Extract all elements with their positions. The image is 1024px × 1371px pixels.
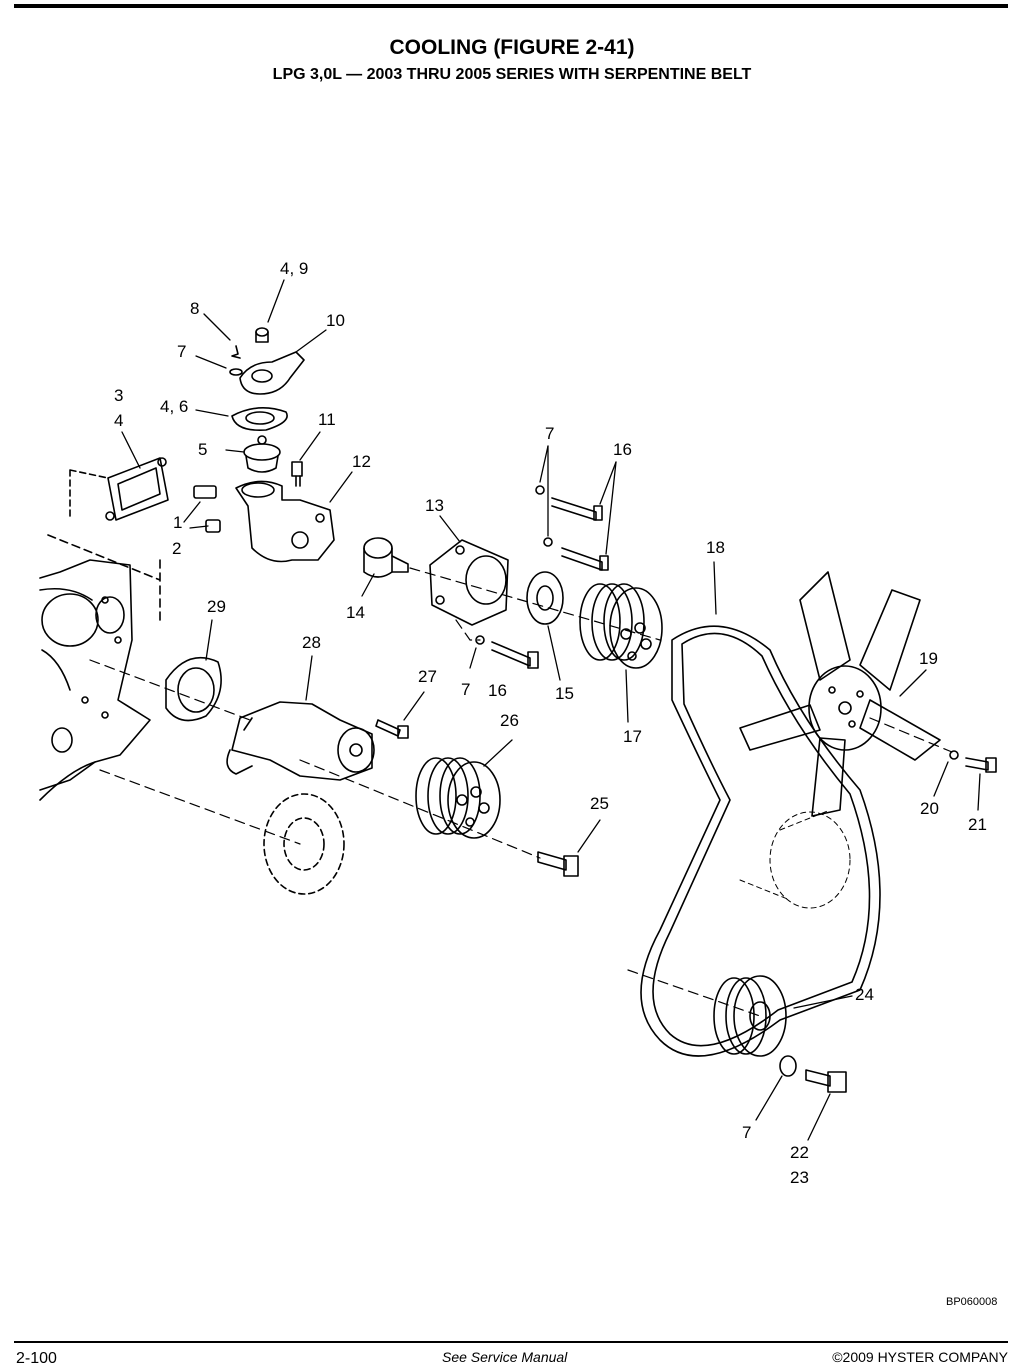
bolt-16-low: [475, 635, 539, 669]
adapter-13: [429, 539, 509, 626]
figure-id: BP060008: [946, 1296, 998, 1308]
water-outlet-12: [235, 480, 335, 563]
callout-24: 24: [855, 985, 874, 1004]
callout-7-low: 7: [461, 680, 471, 699]
copyright: ©2009 HYSTER COMPANY: [832, 1349, 1008, 1365]
callout-15: 15: [555, 684, 574, 703]
callout-22: 22: [790, 1143, 809, 1162]
fan-19: [739, 571, 941, 817]
leader-lines: [121, 279, 981, 1141]
bolt-27: [375, 719, 409, 739]
footer-note: See Service Manual: [442, 1349, 568, 1365]
page-subtitle: LPG 3,0L — 2003 THRU 2005 SERIES WITH SE…: [272, 66, 752, 83]
callout-26: 26: [500, 711, 519, 730]
bolt-22-23: [779, 1055, 847, 1093]
gasket-3-4: [69, 457, 169, 521]
callout-4: 4: [114, 411, 124, 430]
fan-spacer-shadow: [739, 809, 851, 909]
bolts-16-top: [535, 485, 609, 571]
callout-5: 5: [198, 440, 208, 459]
serpentine-belt-18: [640, 625, 881, 1057]
gasket-4-6: [231, 407, 288, 432]
page-title: COOLING (FIGURE 2-41): [389, 36, 635, 59]
thermostat-housing-10: [229, 327, 305, 395]
pulley-26: [415, 757, 501, 839]
idler-pulley-24: [713, 975, 787, 1057]
sensor-11: [291, 461, 303, 487]
page-number: 2-100: [16, 1350, 57, 1367]
callout-3: 3: [114, 386, 124, 405]
callout-10: 10: [326, 311, 345, 330]
fittings-1-2: [193, 485, 221, 533]
callout-23: 23: [790, 1168, 809, 1187]
callout-19: 19: [919, 649, 938, 668]
top-rule: [14, 4, 1008, 8]
spacer-14: [363, 537, 409, 578]
callout-29: 29: [207, 597, 226, 616]
callout-16-low: 16: [488, 681, 507, 700]
callout-17: 17: [623, 727, 642, 746]
assembly-axes: [89, 567, 953, 1017]
callout-18: 18: [706, 538, 725, 557]
gasket-29: [165, 656, 222, 722]
callout-11: 11: [318, 410, 336, 429]
callout-13: 13: [425, 496, 444, 515]
callout-1: 1: [173, 513, 183, 532]
bolt-20-21: [949, 750, 997, 773]
bottom-rule: [14, 1341, 1008, 1343]
callout-2: 2: [172, 539, 182, 558]
callout-12: 12: [352, 452, 371, 471]
callout-7-bottom: 7: [742, 1123, 752, 1142]
callout-4-9: 4, 9: [280, 259, 309, 278]
callout-4-6: 4, 6: [160, 397, 189, 416]
callout-16-top: 16: [613, 440, 632, 459]
callout-7-top: 7: [177, 342, 187, 361]
bolt-25: [537, 851, 579, 877]
hub-15: [526, 571, 564, 625]
callout-25: 25: [590, 794, 609, 813]
callout-7-mid: 7: [545, 424, 555, 443]
water-pump-28: [226, 701, 375, 781]
callout-21: 21: [968, 815, 987, 834]
thermostat-5: [243, 435, 281, 473]
callout-20: 20: [920, 799, 939, 818]
pulley-17: [579, 583, 663, 669]
crankshaft-pulley: [263, 793, 345, 895]
callout-8: 8: [190, 299, 200, 318]
callout-27: 27: [418, 667, 437, 686]
callout-28: 28: [302, 633, 321, 652]
engine-block: [39, 534, 161, 801]
callout-14: 14: [346, 603, 365, 622]
